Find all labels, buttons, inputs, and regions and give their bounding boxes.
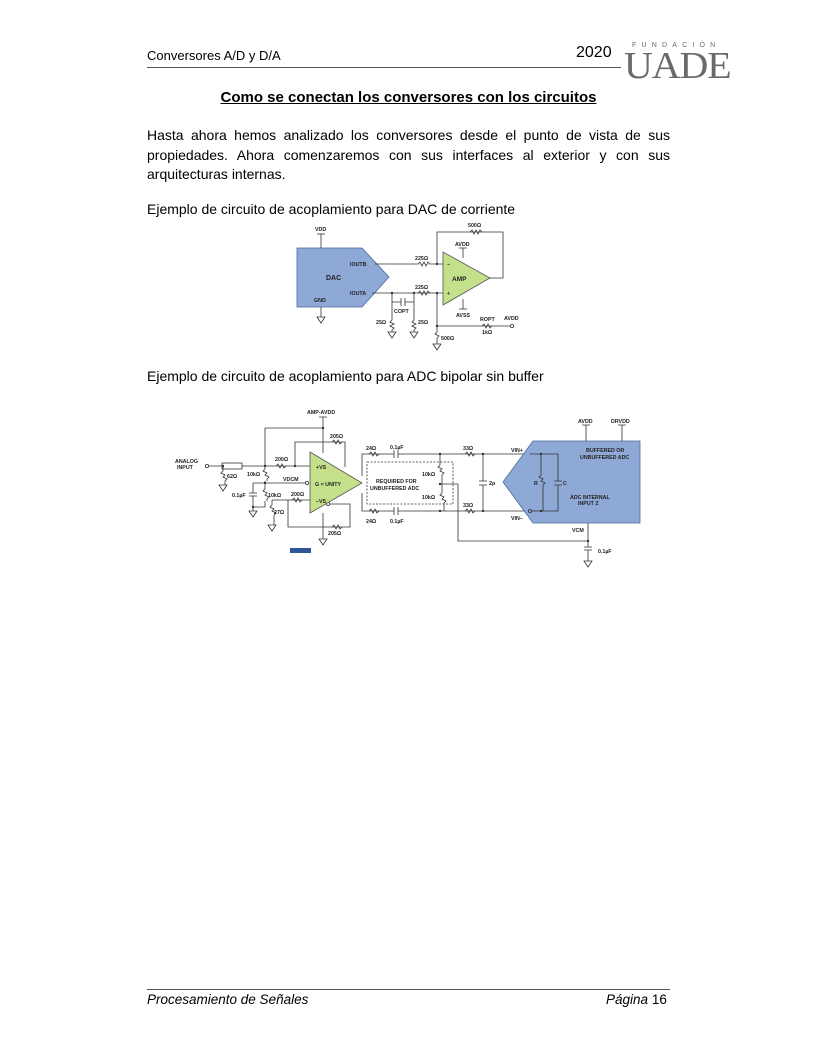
- label-r205-a: 205Ω: [330, 434, 344, 440]
- label-r62: 62Ω: [227, 474, 238, 480]
- label-r10k-c: 10kΩ: [422, 472, 436, 478]
- label-r24-a: 24Ω: [366, 446, 377, 452]
- label-r200-b: 200Ω: [291, 492, 305, 498]
- header-divider: [147, 67, 621, 68]
- label-vdd: VDD: [315, 227, 326, 233]
- uade-logo: FUNDACIÓN UADE: [624, 42, 732, 87]
- label-avss: AVSS: [456, 313, 470, 319]
- header-document-title: Conversores A/D y D/A: [147, 48, 281, 63]
- label-c2p: 2p: [489, 481, 496, 487]
- label-dac: DAC: [326, 275, 341, 282]
- label-r225-bottom: 225Ω: [415, 285, 429, 291]
- label-r225-top: 225Ω: [415, 256, 429, 262]
- dac-coupling-circuit: VDD DAC IOUTB IOUTA GND 225Ω 225Ω 500Ω A…: [296, 223, 519, 351]
- label-iouta: IOUTA: [350, 291, 366, 297]
- label-r25-a: 25Ω: [376, 320, 387, 326]
- section-title: Como se conectan los conversores con los…: [0, 89, 817, 106]
- label-vin-minus: VIN–: [511, 516, 523, 522]
- adc-coupling-circuit: AMP-AVDD ANALOG INPUT 62Ω 10kΩ 10kΩ 0.1µ…: [175, 410, 641, 568]
- label-analog: ANALOG: [175, 459, 198, 465]
- label-adc-4: INPUT Z: [578, 501, 599, 507]
- label-c-vcm: 0.1µF: [598, 549, 612, 555]
- page-number: 16: [651, 992, 667, 1007]
- unity-gain-amp: [309, 451, 363, 514]
- amp-symbol: [442, 251, 491, 306]
- label-amp-avdd: AMP-AVDD: [307, 410, 335, 416]
- label-r27: 27Ω: [274, 510, 285, 516]
- label-c01: 0.1µF: [232, 493, 246, 499]
- blue-marker: [290, 548, 311, 553]
- label-r25-b: 25Ω: [418, 320, 429, 326]
- label-required-1: REQUIRED FOR: [376, 479, 417, 485]
- label-r10k-a: 10kΩ: [247, 472, 261, 478]
- logo-subtitle: FUNDACIÓN: [632, 42, 721, 49]
- label-avdd-ropt: AVDD: [504, 316, 519, 322]
- label-adc-3: ADC INTERNAL: [570, 495, 610, 501]
- label-r500: 500Ω: [441, 336, 455, 342]
- label-r500-feedback: 500Ω: [468, 223, 482, 229]
- section-title-text: Como se conectan los conversores con los…: [220, 89, 597, 106]
- footer-divider: [147, 989, 670, 990]
- label-c-bottom: 0.1µF: [390, 519, 404, 525]
- label-vin-plus: VIN+: [511, 448, 523, 454]
- label-amp: AMP: [452, 276, 467, 283]
- label-r1k: 1kΩ: [482, 330, 493, 336]
- label-r: R: [534, 481, 538, 487]
- label-gnd: GND: [314, 298, 326, 304]
- label-adc-1: BUFFERED OR: [586, 448, 624, 454]
- label-copt: COPT: [394, 309, 409, 315]
- label-r10k-b: 10kΩ: [268, 493, 282, 499]
- label-ropt: ROPT: [480, 317, 495, 323]
- label-ioutb: IOUTB: [350, 262, 367, 268]
- label-r200-a: 200Ω: [275, 457, 289, 463]
- label-minus-vs: –VS: [316, 499, 326, 505]
- label-plus: +: [447, 291, 450, 297]
- label-drvdd: DRVDD: [611, 419, 630, 425]
- label-adc-2: UNBUFFERED ADC: [580, 455, 629, 461]
- label-vdcm: VDCM: [283, 477, 299, 483]
- label-plus-vs: +VS: [316, 465, 327, 471]
- dac-caption: Ejemplo de circuito de acoplamiento para…: [147, 201, 516, 217]
- footer-course: Procesamiento de Señales: [147, 992, 309, 1007]
- adc-caption: Ejemplo de circuito de acoplamiento para…: [147, 368, 544, 384]
- label-r33-a: 33Ω: [463, 446, 474, 452]
- label-vcm: VCM: [572, 528, 584, 534]
- label-minus: −: [447, 262, 450, 268]
- label-r33-b: 33Ω: [463, 503, 474, 509]
- label-avdd: AVDD: [455, 242, 470, 248]
- page-label: Página: [606, 992, 649, 1007]
- label-c: C: [563, 481, 567, 487]
- logo-wordmark: UADE: [624, 45, 732, 87]
- intro-paragraph: Hasta ahora hemos analizado los converso…: [147, 127, 670, 182]
- label-c-top: 0.1µF: [390, 445, 404, 451]
- footer-page: Página 16: [606, 992, 667, 1007]
- label-input: INPUT: [177, 465, 194, 471]
- label-avdd: AVDD: [578, 419, 593, 425]
- dac-block: [296, 247, 390, 308]
- header-year: 2020: [576, 44, 612, 61]
- label-r10k-d: 10kΩ: [422, 495, 436, 501]
- label-r24-b: 24Ω: [366, 519, 377, 525]
- label-required-2: UNBUFFERED ADC: [370, 486, 419, 492]
- label-gain: G = UNITY: [315, 482, 342, 488]
- label-r205-b: 205Ω: [328, 531, 342, 537]
